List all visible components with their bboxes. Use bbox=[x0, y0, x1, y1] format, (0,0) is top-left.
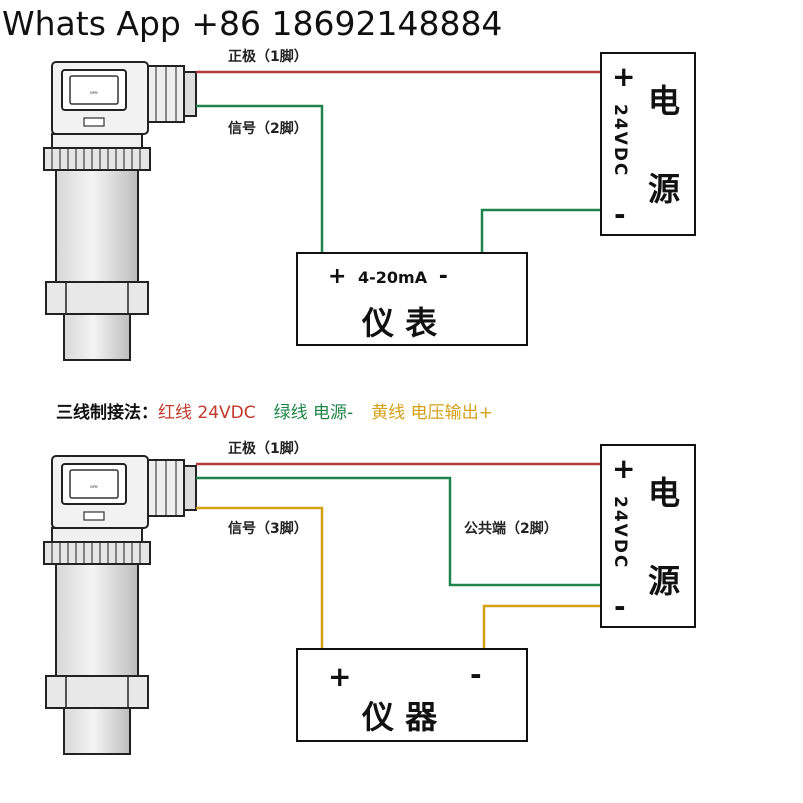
power-char-yuan: 源 bbox=[648, 170, 681, 208]
meter-terminal-row: + 4-20mA - bbox=[328, 264, 448, 289]
instrument-box: + - 仪 器 bbox=[296, 648, 528, 742]
meter-range-label: 4-20mA bbox=[358, 268, 428, 287]
meter-title: 仪 表 bbox=[362, 304, 438, 342]
green-wire-signal-top bbox=[196, 104, 324, 252]
power-char-yuan: 源 bbox=[648, 562, 681, 600]
power-supply-box-top: + 24VDC - 电 源 bbox=[600, 52, 696, 236]
power-minus-sign: - bbox=[614, 198, 626, 231]
power-char-dian: 电 bbox=[648, 82, 681, 120]
meter-plus-sign: + bbox=[328, 264, 347, 289]
three-wire-legend: 三线制接法：红线 24VDC 绿线 电源- 黄线 电压输出+ bbox=[56, 398, 493, 423]
pressure-sensor-top bbox=[43, 61, 197, 361]
wire-label-positive-top: 正极（1脚） bbox=[228, 49, 308, 65]
legend-yellow: 黄线 电压输出+ bbox=[371, 403, 493, 423]
instrument-plus-sign: + bbox=[328, 660, 352, 693]
instrument-title: 仪 器 bbox=[362, 698, 438, 736]
power-voltage-label: 24VDC bbox=[610, 104, 630, 178]
yellow-wire-signal-bottom bbox=[196, 506, 324, 650]
yellow-wire-return-bottom bbox=[482, 604, 602, 650]
power-char-dian: 电 bbox=[648, 474, 681, 512]
power-plus-sign: + bbox=[612, 452, 636, 485]
legend-green: 绿线 电源- bbox=[273, 403, 354, 423]
wire-label-positive-bottom: 正极（1脚） bbox=[228, 441, 308, 457]
pressure-sensor-bottom bbox=[43, 455, 197, 755]
green-wire-common-bottom bbox=[196, 476, 602, 587]
wire-label-signal-top: 信号（2脚） bbox=[228, 121, 308, 137]
legend-red: 红线 24VDC bbox=[158, 403, 256, 423]
meter-box: + 4-20mA - 仪 表 bbox=[296, 252, 528, 346]
power-minus-sign: - bbox=[614, 590, 626, 623]
wire-label-signal-bottom: 信号（3脚） bbox=[228, 521, 308, 537]
power-voltage-label: 24VDC bbox=[610, 496, 630, 570]
wire-label-common-bottom: 公共端（2脚） bbox=[464, 521, 558, 537]
power-plus-sign: + bbox=[612, 60, 636, 93]
instrument-minus-sign: - bbox=[470, 658, 482, 691]
legend-prefix: 三线制接法： bbox=[56, 403, 158, 423]
power-supply-box-bottom: + 24VDC - 电 源 bbox=[600, 444, 696, 628]
contact-header: Whats App +86 18692148884 bbox=[2, 4, 503, 43]
green-wire-return-top bbox=[480, 208, 602, 252]
meter-minus-sign: - bbox=[438, 264, 448, 289]
